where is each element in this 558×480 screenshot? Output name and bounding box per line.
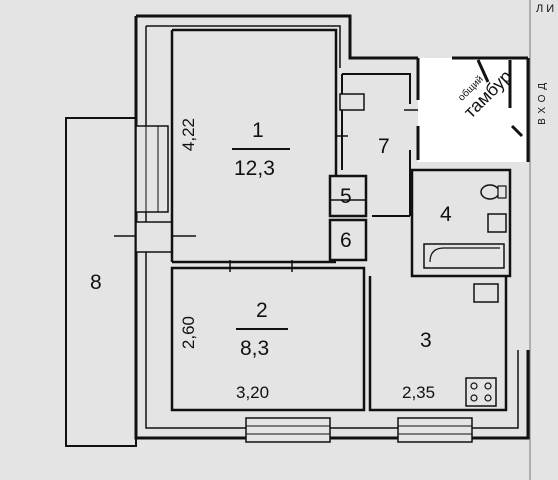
room-3-number: 3 [420, 329, 432, 352]
room-2-area: 8,3 [240, 337, 270, 360]
vestibule-walls [416, 56, 530, 162]
entry-label: ВХОД [537, 78, 548, 125]
room1-walls [170, 28, 338, 264]
washbasin [487, 213, 507, 233]
room-6-number: 6 [340, 229, 352, 252]
window-bottom-right [397, 417, 473, 443]
room-2-divider [236, 328, 288, 330]
toilet [480, 184, 500, 200]
room-1-area: 12,3 [234, 157, 275, 180]
room2-walls [170, 266, 366, 412]
room6-walls [328, 218, 368, 262]
outer-wall-inner [145, 25, 519, 429]
room-7-number: 7 [378, 135, 390, 158]
bathtub [423, 243, 505, 269]
dimension-room2-height: 2,60 [179, 316, 198, 350]
room-5-number: 5 [340, 185, 352, 208]
loggia-outline [65, 117, 137, 447]
window-left [135, 125, 169, 213]
kitchen-sink [473, 283, 499, 303]
room5-walls [328, 174, 368, 218]
dimension-room2-width: 3,20 [236, 383, 270, 402]
room-1-number: 1 [252, 119, 264, 142]
room-8-number: 8 [90, 271, 102, 294]
room-2-number: 2 [256, 299, 268, 322]
corridor-cabinet [339, 93, 365, 111]
room4-walls [410, 168, 512, 278]
room-4-number: 4 [440, 203, 452, 226]
window-bottom-left [245, 417, 331, 443]
dimension-room3-width: 2,35 [402, 383, 436, 402]
room3-walls [368, 276, 508, 412]
outer-wall [134, 14, 530, 440]
stove [465, 377, 497, 407]
room7-walls [341, 73, 411, 217]
room-1-divider [232, 148, 290, 150]
corner-label: ЛИ [536, 3, 558, 15]
dimension-room1-height: 4,22 [179, 118, 198, 152]
